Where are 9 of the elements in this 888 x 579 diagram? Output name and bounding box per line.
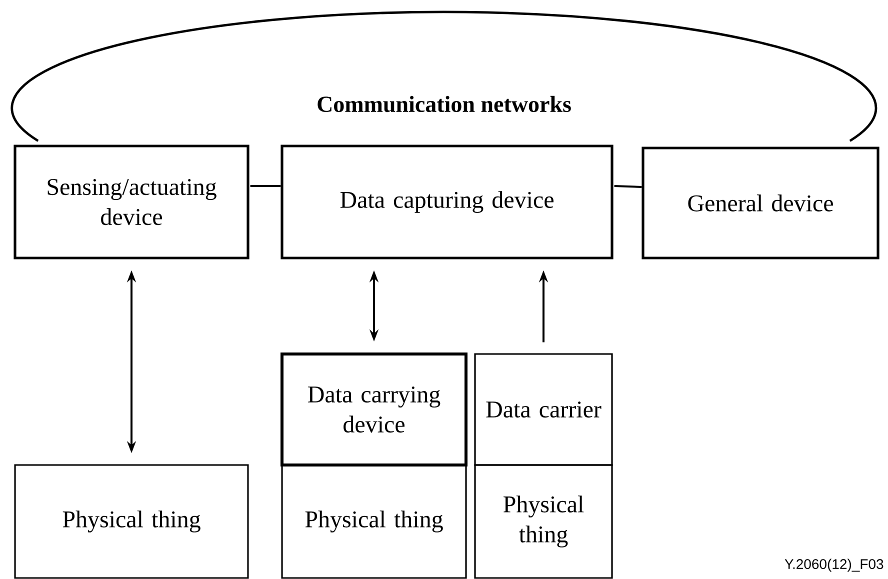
carrier-box: Data carrier bbox=[474, 353, 613, 466]
figure-id: Y.2060(12)_F03 bbox=[784, 558, 884, 572]
thing-box: Physical thing bbox=[281, 464, 467, 579]
device-box: Data capturing device bbox=[280, 144, 614, 260]
thing-box: Physical thing bbox=[14, 464, 249, 579]
thing-box: Physical thing bbox=[474, 464, 613, 579]
device-box: Sensing/actuating device bbox=[14, 144, 250, 260]
device-box: Data carrying device bbox=[280, 352, 468, 466]
device-box: General device bbox=[642, 146, 880, 260]
